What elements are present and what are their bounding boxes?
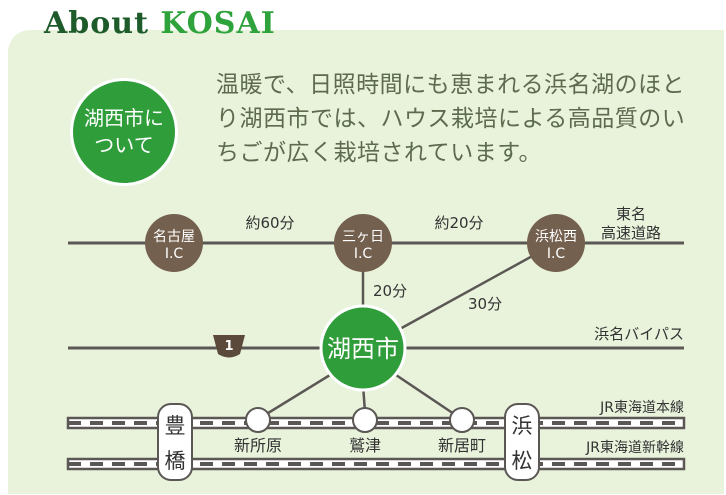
terminal-hamamatsu-char1: 浜	[512, 414, 533, 438]
route-1-shield-icon: 1	[213, 335, 245, 358]
title-about: About	[44, 6, 161, 41]
ic-hamamatsu-nishi: 浜松西 I.C	[527, 214, 585, 272]
kosai-center: 湖西市	[319, 304, 407, 392]
road-kosai-araimachi	[395, 373, 461, 420]
ic-mikkabi-name: 三ヶ日	[342, 229, 384, 245]
ic-mikkabi: 三ヶ日 I.C	[334, 214, 392, 272]
time-mikkabi-hamamatsu: 約20分	[434, 214, 483, 232]
ic-nagoya-name: 名古屋	[153, 229, 195, 245]
station-shinjohara-label: 新所原	[234, 436, 282, 455]
page-title: About KOSAI	[44, 6, 276, 41]
terminal-toyohashi: 豊 橋	[157, 403, 193, 481]
road-kosai-shinjohara	[259, 373, 331, 420]
label-tomei-line1: 東名	[616, 205, 646, 223]
ic-hamamatsu-nishi-node	[527, 214, 585, 272]
terminal-hamamatsu-box	[504, 403, 540, 481]
ic-nagoya-ic: I.C	[165, 246, 184, 262]
time-hamamatsu-kosai: 30分	[468, 295, 502, 313]
kosai-center-node	[319, 304, 407, 392]
kosai-center-label: 湖西市	[327, 335, 399, 363]
station-washizu-node	[352, 407, 378, 433]
about-badge: 湖西市について	[70, 78, 178, 186]
intro-text: 温暖で、日照時間にも恵まれる浜名湖のほとり湖西市では、ハウス栽培による高品質のい…	[216, 72, 686, 166]
route-1-shield-shape	[213, 335, 245, 358]
time-mikkabi-kosai: 20分	[373, 282, 407, 300]
ic-mikkabi-ic: I.C	[354, 246, 373, 262]
title-kosai: KOSAI	[160, 6, 276, 41]
station-araimachi-node	[449, 407, 475, 433]
station-shinjohara-node	[245, 407, 271, 433]
label-jr-shinkansen: JR東海道新幹線	[585, 439, 684, 456]
ic-hamamatsu-nishi-name: 浜松西	[535, 229, 577, 245]
terminal-toyohashi-char2: 橋	[165, 449, 186, 473]
ic-nagoya: 名古屋 I.C	[145, 214, 203, 272]
ic-hamamatsu-nishi-ic: I.C	[547, 246, 566, 262]
label-bypass: 浜名バイパス	[594, 325, 684, 343]
terminal-hamamatsu-char2: 松	[512, 449, 533, 473]
road-hamamatsu-kosai	[397, 241, 557, 332]
time-nagoya-mikkabi: 約60分	[245, 214, 294, 232]
badge-label: 湖西市について	[84, 106, 164, 157]
station-araimachi-label: 新居町	[438, 436, 486, 455]
route-1-number: 1	[224, 339, 233, 354]
ic-mikkabi-node	[334, 214, 392, 272]
station-washizu-label: 鷲津	[349, 436, 381, 455]
terminal-toyohashi-char1: 豊	[165, 414, 186, 438]
label-jr-main: JR東海道本線	[599, 400, 684, 416]
label-tomei-line2: 高速道路	[601, 224, 661, 242]
terminal-hamamatsu: 浜 松	[504, 403, 540, 481]
terminal-toyohashi-box	[157, 403, 193, 481]
ic-nagoya-node	[145, 214, 203, 272]
